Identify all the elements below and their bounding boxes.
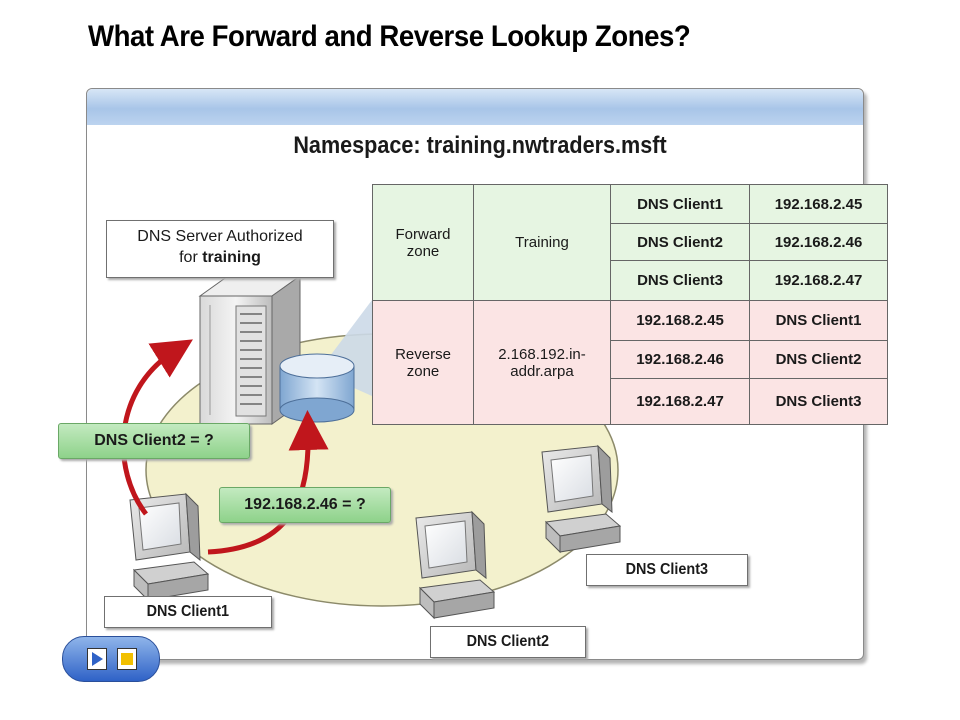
client1-name: DNS Client1: [146, 603, 230, 620]
server-label-line2: for training: [107, 247, 333, 268]
reverse-host-cell: DNS Client2: [749, 340, 888, 379]
reverse-zone-name-2: addr.arpa: [510, 362, 574, 380]
forward-ip-cell: 192.168.2.47: [749, 260, 888, 301]
client3-name: DNS Client3: [625, 561, 709, 578]
client2-label: DNS Client2: [430, 626, 586, 658]
forward-host-cell: DNS Client2: [610, 223, 750, 261]
reverse-zone-name: 2.168.192.in-: [498, 345, 586, 363]
reverse-zone-label-2: zone: [406, 362, 440, 380]
name-query-label: DNS Client2 = ?: [58, 423, 250, 459]
ip-query-text: 192.168.2.46 = ?: [244, 496, 366, 513]
reverse-host-cell: DNS Client3: [749, 378, 888, 425]
forward-ip-cell: 192.168.2.46: [749, 223, 888, 261]
stop-icon[interactable]: [117, 648, 137, 670]
forward-zone-cell: Forward zone: [372, 184, 474, 301]
reverse-zone-cell: Reverse zone: [372, 300, 474, 425]
computer-icon: [129, 492, 210, 602]
computer-icon: [541, 444, 622, 554]
table-row: Reverse zone 2.168.192.in- addr.arpa 192…: [372, 300, 888, 425]
reverse-zone-label: Reverse: [395, 345, 451, 363]
namespace-heading: Namespace: training.nwtraders.msft: [293, 132, 667, 159]
dns-server-label: DNS Server Authorized for training: [106, 220, 334, 278]
table-row: 192.168.2.47 DNS Client3: [373, 378, 888, 425]
forward-host-cell: DNS Client3: [610, 260, 750, 301]
panel-header-bar: [87, 89, 863, 125]
slide-title: What Are Forward and Reverse Lookup Zone…: [88, 20, 691, 53]
client2-name: DNS Client2: [466, 633, 550, 650]
forward-zone-name: Training: [473, 184, 611, 301]
table-row: DNS Client3 192.168.2.47: [373, 260, 888, 301]
forward-host-cell: DNS Client1: [610, 184, 750, 224]
forward-ip-cell: 192.168.2.45: [749, 184, 888, 224]
server-label-line1: DNS Server Authorized: [137, 228, 303, 245]
ip-query-label: 192.168.2.46 = ?: [219, 487, 391, 523]
server-label-zone-name: training: [202, 249, 261, 266]
slide-navigation: [62, 636, 160, 682]
forward-zone-label: Forward: [395, 225, 451, 243]
server-label-prefix: for: [179, 249, 203, 266]
table-row: DNS Client2 192.168.2.46: [373, 223, 888, 261]
reverse-zone-name-cell: 2.168.192.in- addr.arpa: [473, 300, 611, 425]
play-icon[interactable]: [87, 648, 107, 670]
reverse-ip-cell: 192.168.2.46: [610, 340, 750, 379]
computer-icon: [415, 510, 496, 620]
client1-label: DNS Client1: [104, 596, 272, 628]
reverse-ip-cell: 192.168.2.45: [610, 300, 750, 341]
name-query-text: DNS Client2 = ?: [94, 432, 214, 449]
lookup-zones-table: Forward zone Training DNS Client1 192.16…: [372, 184, 888, 425]
database-icon: [279, 353, 355, 423]
reverse-ip-cell: 192.168.2.47: [610, 378, 750, 425]
forward-zone-label-2: zone: [406, 242, 440, 260]
reverse-host-cell: DNS Client1: [749, 300, 888, 341]
table-row: Forward zone Training DNS Client1 192.16…: [372, 184, 888, 301]
client3-label: DNS Client3: [586, 554, 748, 586]
